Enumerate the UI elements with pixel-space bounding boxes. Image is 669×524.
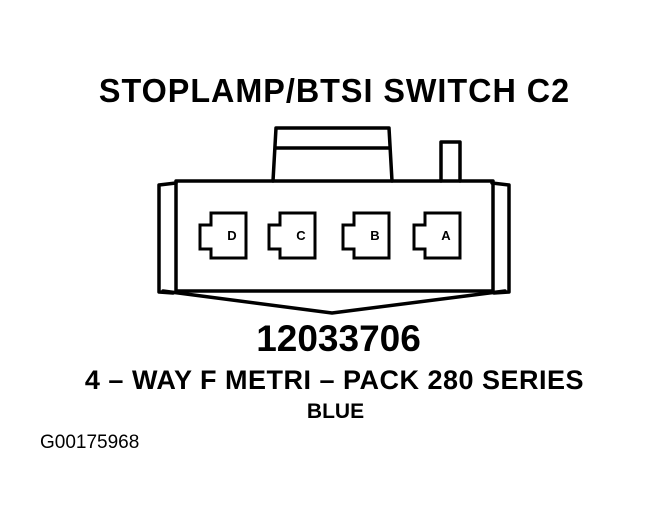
connector-tab <box>439 140 462 183</box>
pin-label-c: C <box>296 228 306 243</box>
pin-cavity-b <box>341 211 391 260</box>
connector-left-ear <box>157 181 178 295</box>
pin-label-d: D <box>227 228 236 243</box>
connector-color: BLUE <box>306 400 365 423</box>
connector-bottom-wedge <box>161 289 507 315</box>
connector-title: STOPLAMP/BTSI SWITCH C2 <box>98 72 571 109</box>
pin-cavity-d <box>198 211 248 260</box>
connector-description: 4 – WAY F METRI – PACK 280 SERIES <box>84 365 585 395</box>
connector-latch <box>271 126 394 183</box>
pin-cavity-a <box>412 211 462 260</box>
pin-label-b: B <box>370 228 379 243</box>
part-number: 12033706 <box>256 318 421 359</box>
connector-body <box>174 179 495 293</box>
figure-id: G00175968 <box>40 432 140 453</box>
pin-label-a: A <box>441 228 451 243</box>
pin-cavity-c <box>267 211 317 260</box>
